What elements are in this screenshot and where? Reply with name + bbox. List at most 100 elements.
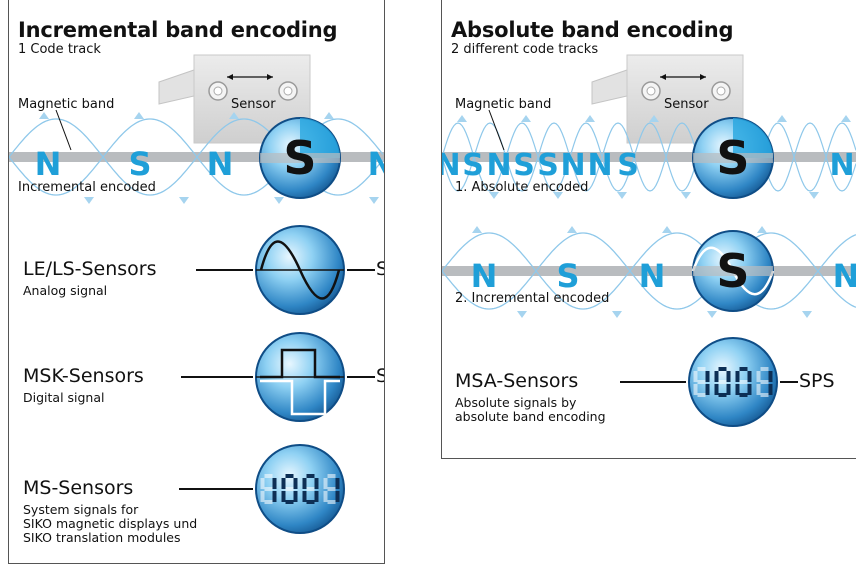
display-segment bbox=[281, 491, 286, 502]
pole-letter: N bbox=[486, 148, 511, 183]
display-segment bbox=[768, 371, 773, 382]
pole-letter: S bbox=[537, 148, 559, 183]
field-direction-arrow bbox=[585, 115, 595, 122]
field-direction-arrow bbox=[179, 197, 189, 204]
display-segment bbox=[306, 487, 315, 491]
field-direction-arrow bbox=[802, 311, 812, 318]
field-direction-arrow bbox=[229, 112, 239, 119]
pole-letter: N bbox=[829, 148, 854, 183]
sine-wave-icon bbox=[255, 225, 345, 315]
sensor-label: Sensor bbox=[664, 97, 709, 112]
display-segment bbox=[285, 500, 294, 504]
magnetic-band-label: Magnetic band bbox=[455, 97, 552, 112]
field-direction-arrow bbox=[521, 115, 531, 122]
display-segment bbox=[327, 500, 336, 504]
pole-letter: S bbox=[556, 257, 579, 295]
field-direction-arrow bbox=[649, 115, 659, 122]
pole-letter: N bbox=[587, 148, 612, 183]
description-line: SIKO translation modules bbox=[23, 530, 181, 545]
absolute-code-track bbox=[442, 115, 856, 199]
display-segment bbox=[739, 393, 748, 397]
display-segment bbox=[768, 384, 773, 395]
sensor-lens-icon: S bbox=[692, 117, 774, 199]
pole-letter: S bbox=[513, 148, 535, 183]
panel-subtitle: 2 different code tracks bbox=[451, 42, 599, 57]
sensor-name: LE/LS-Sensors bbox=[23, 258, 157, 280]
description-line: Absolute signals by bbox=[455, 395, 577, 410]
display-segment bbox=[714, 371, 719, 382]
seven-segment-display-icon bbox=[688, 337, 778, 427]
display-segment bbox=[714, 384, 719, 395]
display-segment bbox=[264, 474, 273, 478]
display-segment bbox=[302, 491, 307, 502]
display-segment bbox=[272, 478, 277, 489]
field-direction-arrow bbox=[681, 192, 691, 199]
display-segment bbox=[697, 393, 706, 397]
sps-output-label: SPS bbox=[799, 370, 835, 392]
display-segment bbox=[272, 491, 277, 502]
display-segment bbox=[293, 478, 298, 489]
display-segment bbox=[718, 367, 727, 371]
field-direction-arrow bbox=[757, 226, 767, 233]
sensor-name: MSA-Sensors bbox=[455, 370, 579, 392]
sensor-description: System signals for SIKO magnetic display… bbox=[23, 503, 197, 545]
sps-output-label: SPS bbox=[376, 258, 384, 280]
pole-letter: S bbox=[617, 148, 639, 183]
display-segment bbox=[293, 491, 298, 502]
display-segment bbox=[335, 478, 340, 489]
sensor-description: Analog signal bbox=[23, 283, 108, 298]
field-direction-arrow bbox=[369, 197, 379, 204]
band-encoding-label: Incremental encoded bbox=[18, 180, 156, 195]
lens-pole-letter: S bbox=[716, 131, 749, 185]
display-segment bbox=[718, 380, 727, 384]
display-segment bbox=[323, 491, 328, 502]
sensor-name: MSK-Sensors bbox=[23, 365, 144, 387]
display-segment bbox=[306, 474, 315, 478]
display-segment bbox=[760, 380, 769, 384]
field-direction-arrow bbox=[777, 115, 787, 122]
display-segment bbox=[260, 478, 265, 489]
display-segment bbox=[260, 491, 265, 502]
display-segment bbox=[760, 393, 769, 397]
field-direction-arrow bbox=[809, 192, 819, 199]
display-segment bbox=[756, 384, 761, 395]
pole-letter: N bbox=[35, 145, 62, 183]
display-segment bbox=[285, 487, 294, 491]
display-segment bbox=[693, 384, 698, 395]
display-segment bbox=[726, 371, 731, 382]
field-direction-arrow bbox=[472, 226, 482, 233]
field-direction-arrow bbox=[517, 311, 527, 318]
display-segment bbox=[760, 367, 769, 371]
pole-letter: N bbox=[560, 148, 585, 183]
field-direction-arrow bbox=[457, 115, 467, 122]
pole-letter: N bbox=[471, 257, 498, 295]
sensor-description: Digital signal bbox=[23, 390, 105, 405]
display-segment bbox=[281, 478, 286, 489]
pole-letter: N bbox=[368, 145, 385, 183]
description-line: absolute band encoding bbox=[455, 409, 606, 424]
display-segment bbox=[697, 367, 706, 371]
field-direction-arrow bbox=[612, 311, 622, 318]
display-segment bbox=[705, 384, 710, 395]
display-segment bbox=[314, 478, 319, 489]
field-direction-arrow bbox=[553, 192, 563, 199]
panel-subtitle: 1 Code track bbox=[18, 42, 101, 57]
display-segment bbox=[264, 487, 273, 491]
pole-letter: S bbox=[462, 148, 484, 183]
display-segment bbox=[323, 478, 328, 489]
display-segment bbox=[735, 384, 740, 395]
display-segment bbox=[747, 384, 752, 395]
field-direction-arrow bbox=[39, 112, 49, 119]
display-segment bbox=[264, 500, 273, 504]
sps-output-label: SPS bbox=[376, 365, 384, 387]
display-segment bbox=[739, 380, 748, 384]
pole-letter: S bbox=[128, 145, 151, 183]
display-segment bbox=[327, 474, 336, 478]
sensor-name: MS-Sensors bbox=[23, 477, 134, 499]
display-segment bbox=[705, 371, 710, 382]
track1-label: 1. Absolute encoded bbox=[455, 180, 589, 195]
track2-label: 2. Incremental encoded bbox=[455, 291, 610, 306]
